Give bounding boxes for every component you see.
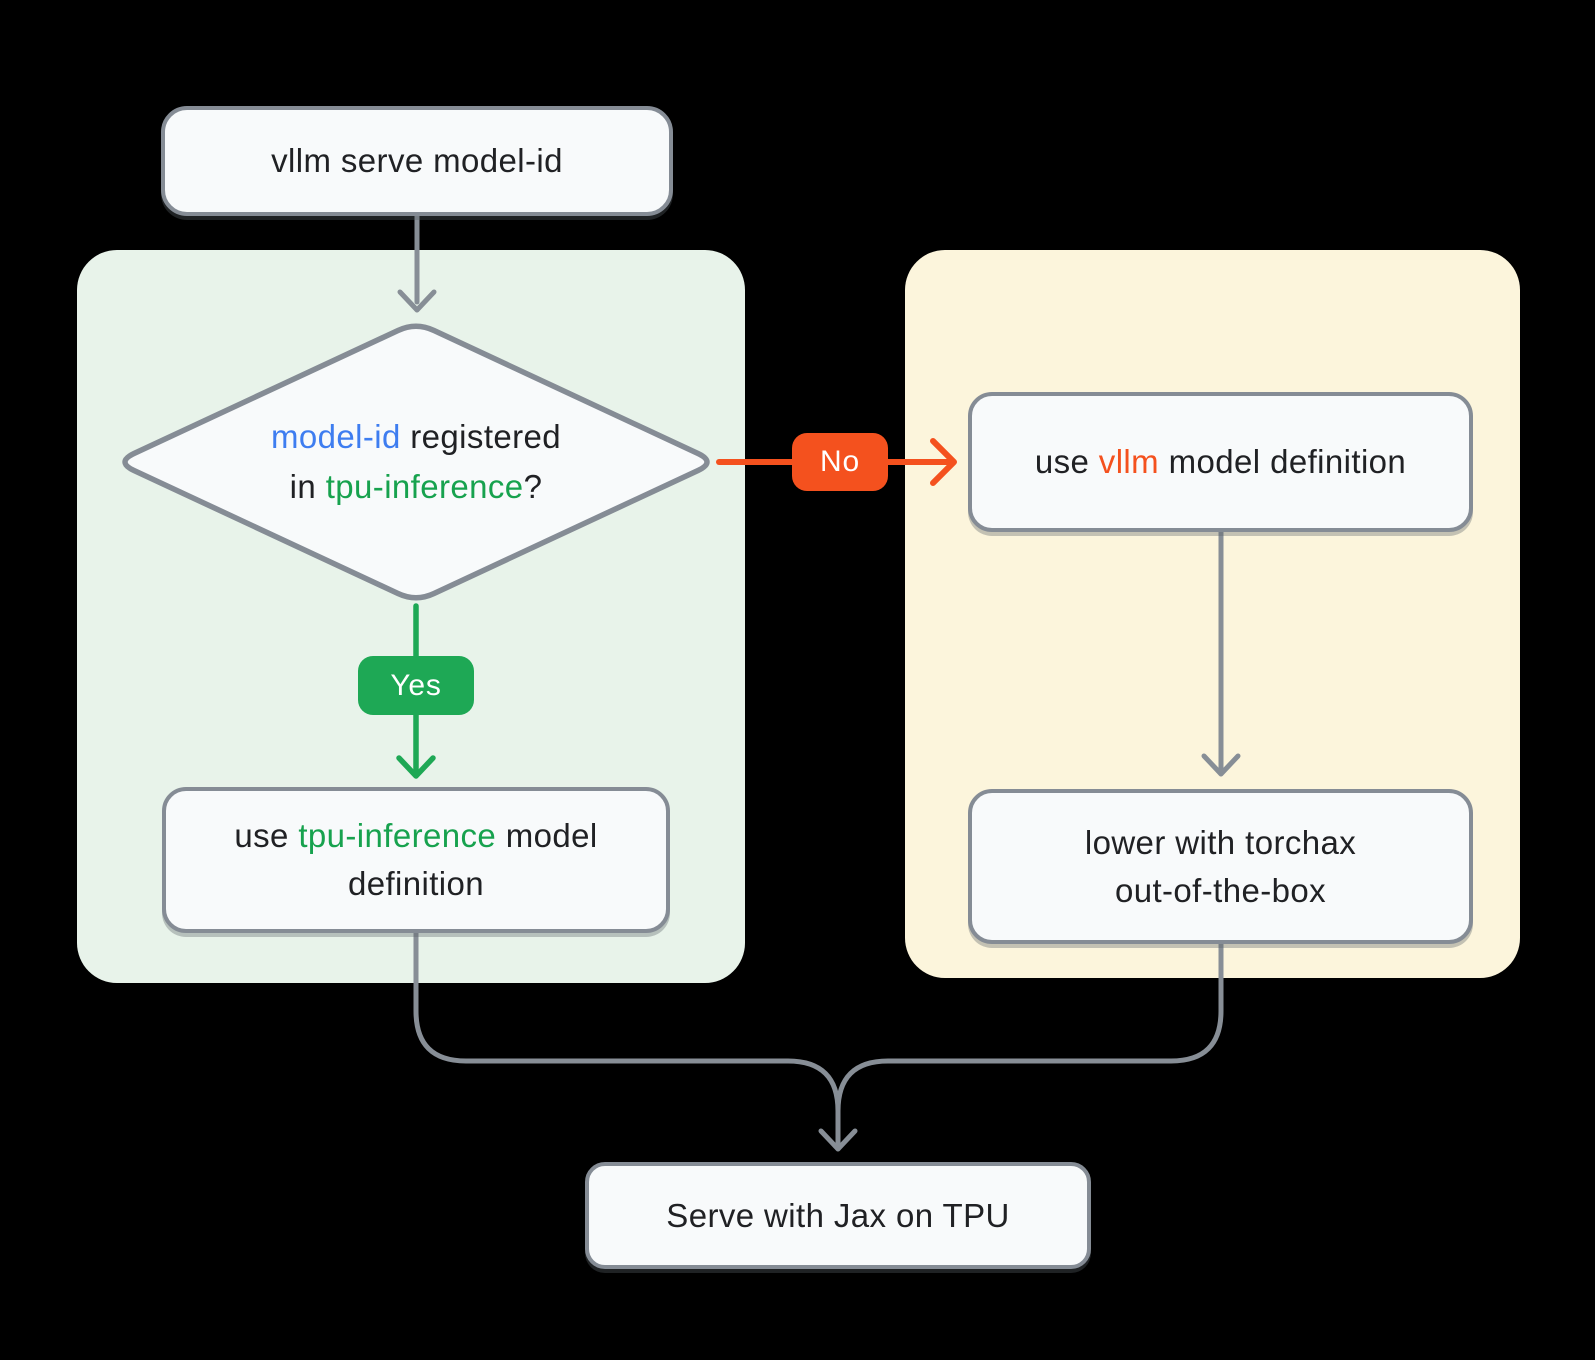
tpu-inference-node-line2: definition <box>347 865 485 902</box>
vllm-node: use vllm model definition <box>968 392 1473 532</box>
arrowhead-no-icon <box>930 438 957 486</box>
yes-edge-badge: Yes <box>358 656 474 715</box>
vllm-node-use-text: use <box>1034 443 1099 480</box>
no-edge-badge: No <box>792 433 888 491</box>
torchax-node-line1: lower with torchax <box>1084 823 1357 861</box>
arrowhead-yes-icon <box>396 755 436 779</box>
decision-diamond <box>122 323 710 601</box>
decision-label: model-id registered in tpu-inference? <box>166 412 666 512</box>
decision-registered-text: registered <box>400 418 562 455</box>
decision-label-line2: in tpu-inference? <box>290 462 543 512</box>
tpu-inference-node: use tpu-inference model definition <box>162 787 670 933</box>
torchax-node: lower with torchax out-of-the-box <box>968 789 1473 944</box>
vllm-node-vllm-text: vllm <box>1098 443 1160 480</box>
arrowhead-merge-icon <box>818 1128 858 1152</box>
decision-tpu-inference-text: tpu-inference <box>325 468 524 505</box>
tpu-node-tpu-inference-text: tpu-inference <box>298 817 497 854</box>
tpu-node-use-text: use <box>234 817 299 854</box>
decision-in-text: in <box>289 468 326 505</box>
start-node-label: vllm serve model-id <box>271 142 563 179</box>
no-edge-label: No <box>820 445 860 478</box>
vllm-node-line: use vllm model definition <box>1035 438 1406 486</box>
yes-edge-label: Yes <box>390 668 442 702</box>
edge-tpu-box-to-end <box>413 930 841 1114</box>
end-node: Serve with Jax on TPU <box>585 1162 1091 1269</box>
end-node-label: Serve with Jax on TPU <box>666 1196 1010 1234</box>
vllm-node-rest-text: model definition <box>1159 443 1407 480</box>
arrowhead-vllm-to-torchax-icon <box>1201 753 1241 777</box>
tpu-inference-node-line1: use tpu-inference model <box>234 812 597 860</box>
tpu-node-model-text: model <box>496 817 598 854</box>
edge-torchax-box-to-end <box>835 941 1224 1114</box>
decision-question-mark: ? <box>523 468 543 505</box>
decision-model-id-text: model-id <box>270 418 401 455</box>
arrowhead-start-to-decision-icon <box>397 289 437 313</box>
torchax-node-line2: out-of-the-box <box>1114 871 1327 909</box>
start-node: vllm serve model-id <box>161 106 673 216</box>
decision-label-line1: model-id registered <box>271 412 561 462</box>
